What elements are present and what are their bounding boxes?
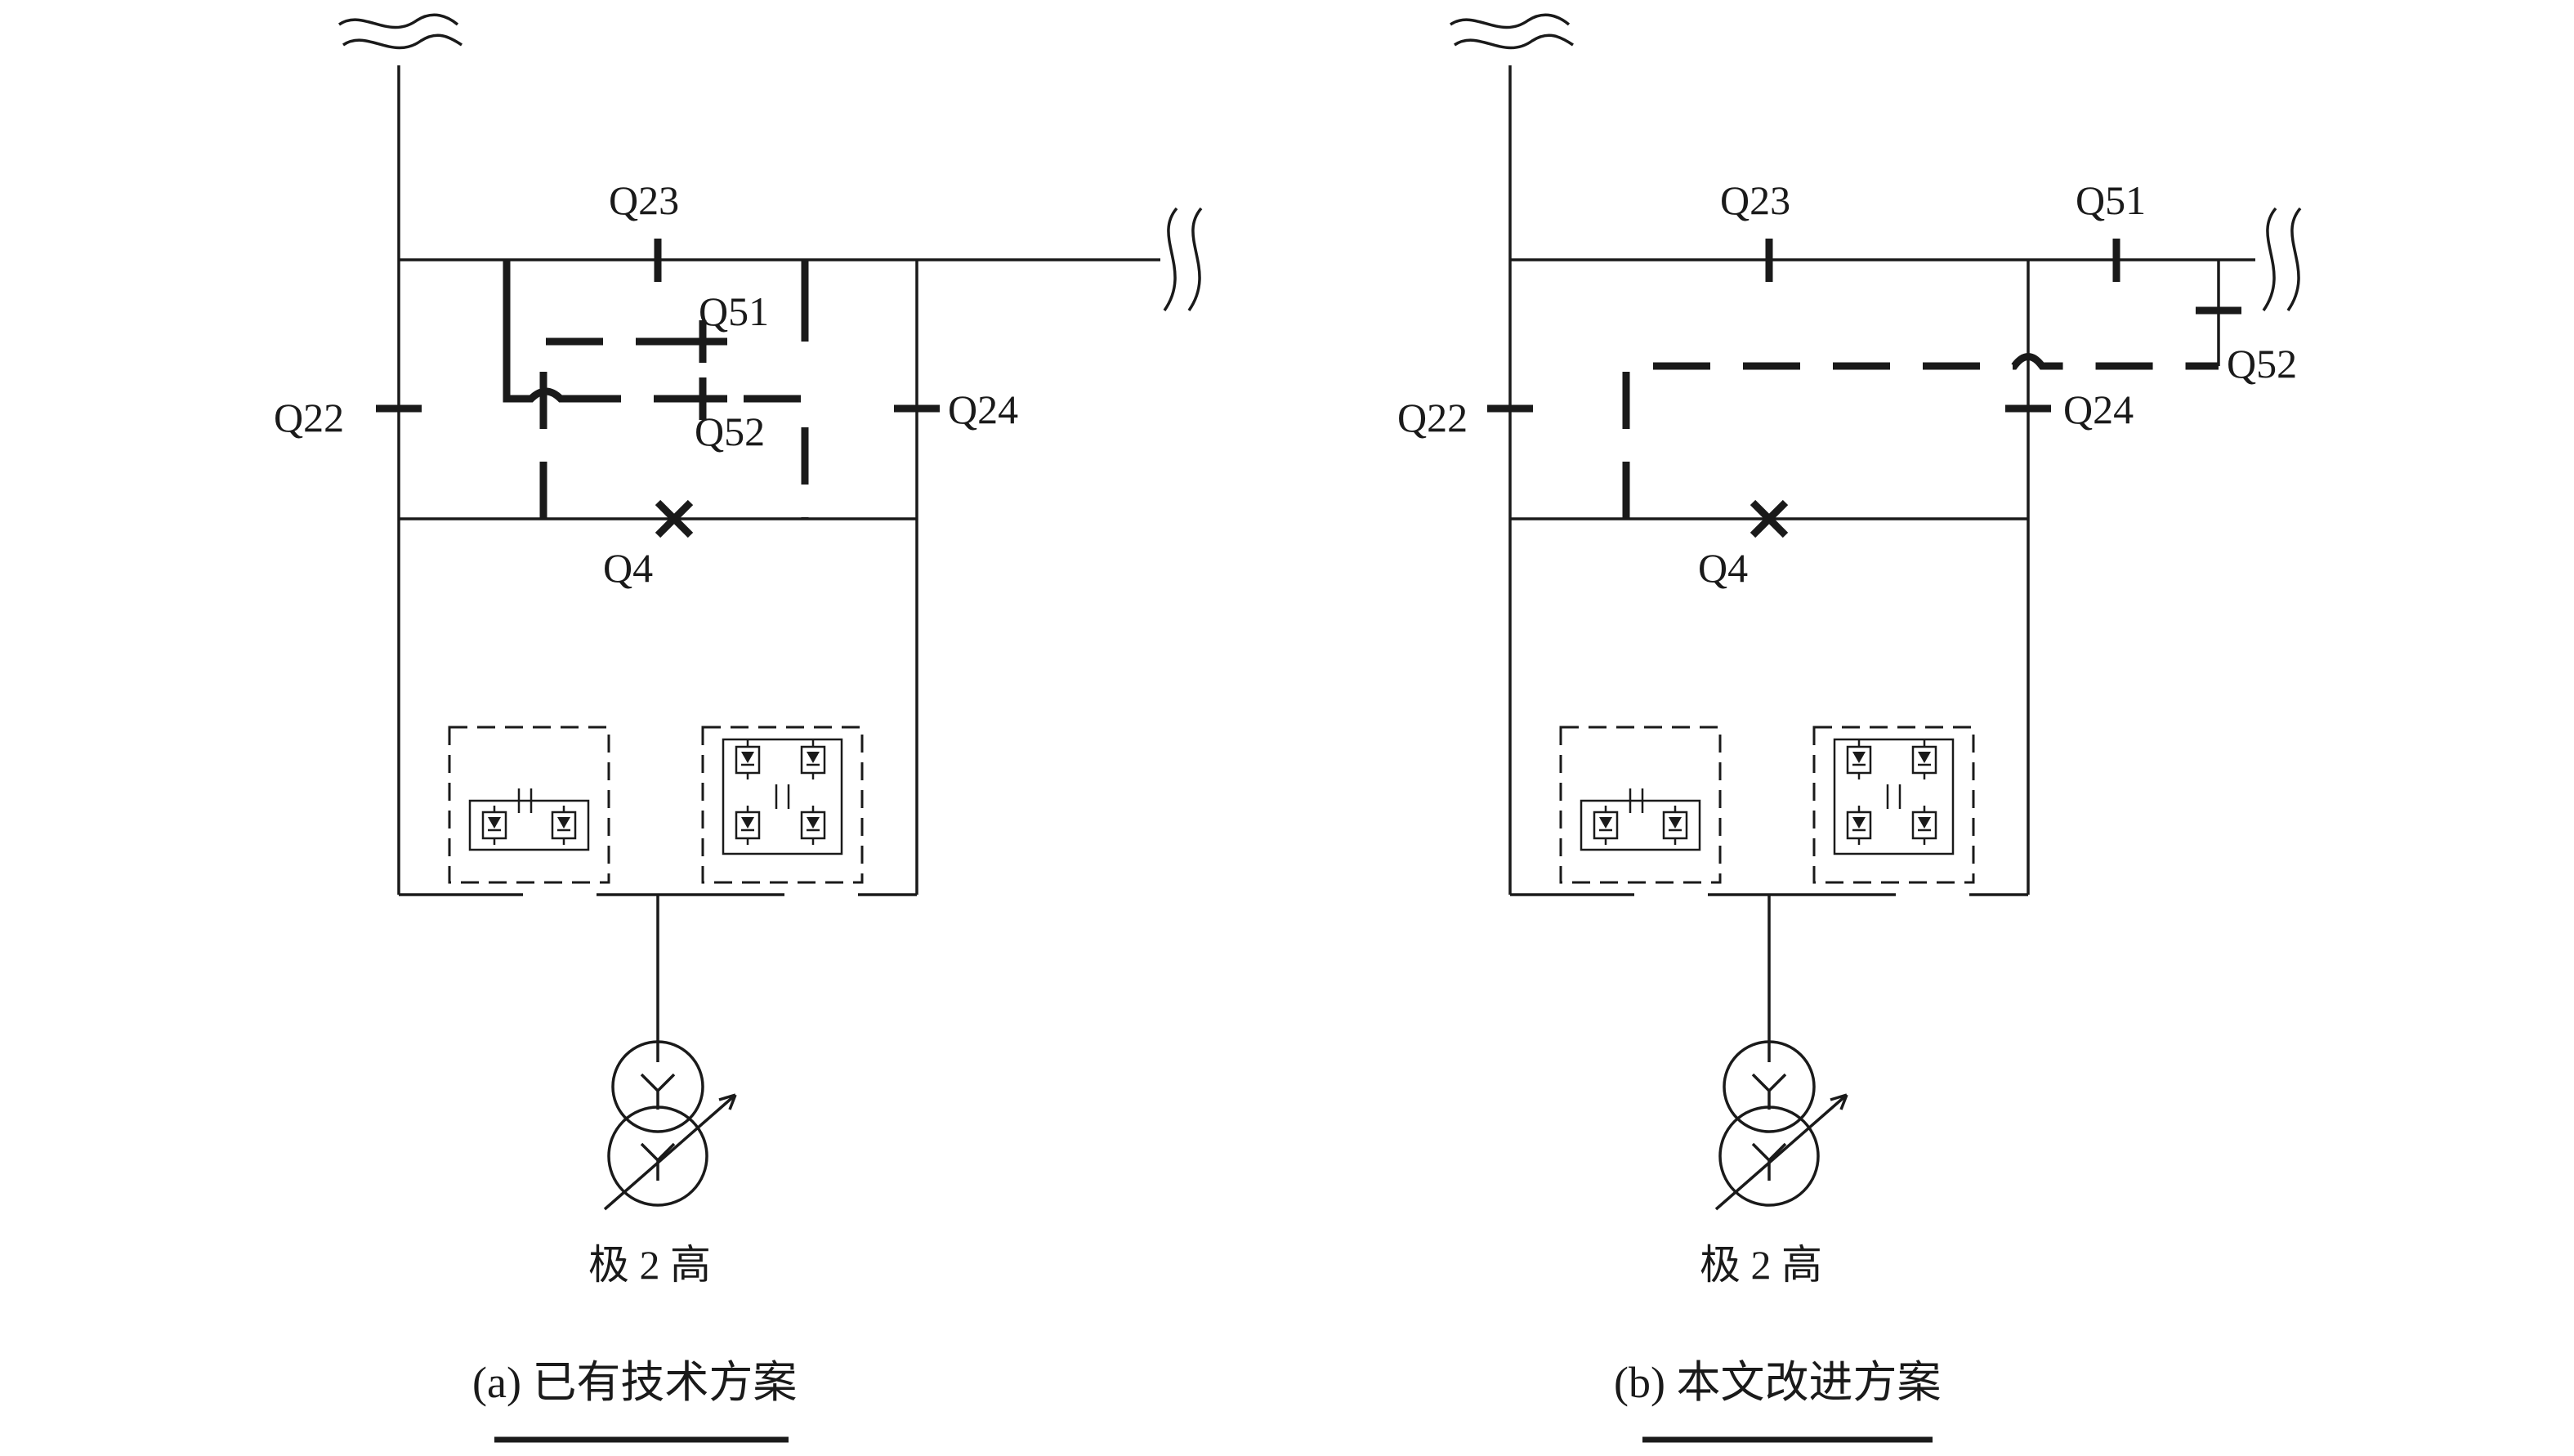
cell-icon (735, 804, 761, 846)
cell-icon (1846, 804, 1872, 846)
label-pole: 极 2 高 (588, 1242, 711, 1288)
breaker-q4 (1750, 499, 1789, 538)
transformer-winding-lower (1718, 1105, 1820, 1207)
figure-caption-a: (a) 已有技术方案 (472, 1358, 797, 1407)
transformer-winding-upper (611, 1040, 704, 1133)
label-q24: Q24 (2063, 386, 2134, 432)
transformer-star-upper (640, 1073, 676, 1110)
cell-icon (1911, 739, 1937, 781)
transformer-winding-lower (607, 1105, 708, 1207)
figure-b: Q23 Q51 Q52 Q22 Q24 Q4 极 2 高 (b) 本文改进方案 (1397, 13, 2302, 1443)
switch-q51 (678, 320, 727, 363)
cell-icon (1593, 804, 1619, 846)
bypass-path-dashed-lower (564, 395, 809, 519)
cell-icon (800, 739, 826, 781)
converter-cells-right (722, 738, 843, 855)
figure-a: Q23 Q51 Q52 Q22 Q24 Q4 极 2 高 (a) 已有技术方案 (274, 13, 1203, 1443)
converter-cells-left (468, 788, 590, 851)
cell-icon (481, 804, 507, 846)
transformer-star-upper (1751, 1073, 1787, 1110)
label-q23: Q23 (1720, 177, 1790, 223)
label-q51: Q51 (2076, 177, 2146, 223)
bypass-path-dashed-upper (539, 337, 695, 519)
cell-icon (1846, 739, 1872, 781)
improved-bypass-path (1622, 353, 2219, 519)
label-q22: Q22 (274, 395, 344, 440)
label-q52: Q52 (695, 409, 765, 454)
transformer-winding-upper (1723, 1040, 1816, 1133)
cell-icon (735, 739, 761, 781)
line-break-symbol-right (1163, 207, 1203, 312)
line-break-symbol-top (338, 13, 463, 50)
bypass-path-solid-left (503, 260, 564, 403)
tap-changer-arrow-icon (603, 1093, 737, 1211)
converter-module-left (448, 726, 610, 884)
converter-module-right (701, 726, 864, 884)
tap-changer-arrow-icon (1714, 1093, 1848, 1211)
label-q23: Q23 (609, 177, 679, 223)
figure-caption-b: (b) 本文改进方案 (1614, 1358, 1941, 1407)
switch-q52 (678, 377, 727, 420)
converter-cells-left (1580, 788, 1701, 851)
label-q51: Q51 (699, 288, 769, 334)
cell-icon (800, 804, 826, 846)
breaker-q4 (655, 499, 694, 538)
line-break-symbol-right (2262, 207, 2302, 312)
converter-cells-right (1833, 738, 1955, 855)
label-q24: Q24 (948, 386, 1018, 432)
label-q52: Q52 (2227, 341, 2297, 386)
label-q4: Q4 (1698, 545, 1748, 591)
cell-icon (1911, 804, 1937, 846)
label-pole: 极 2 高 (1700, 1242, 1822, 1288)
line-break-symbol-top (1450, 13, 1574, 50)
cell-icon (1662, 804, 1688, 846)
converter-module-right (1812, 726, 1975, 884)
converter-module-left (1559, 726, 1722, 884)
cell-icon (551, 804, 577, 846)
label-q4: Q4 (603, 545, 653, 591)
label-q22: Q22 (1397, 395, 1468, 440)
